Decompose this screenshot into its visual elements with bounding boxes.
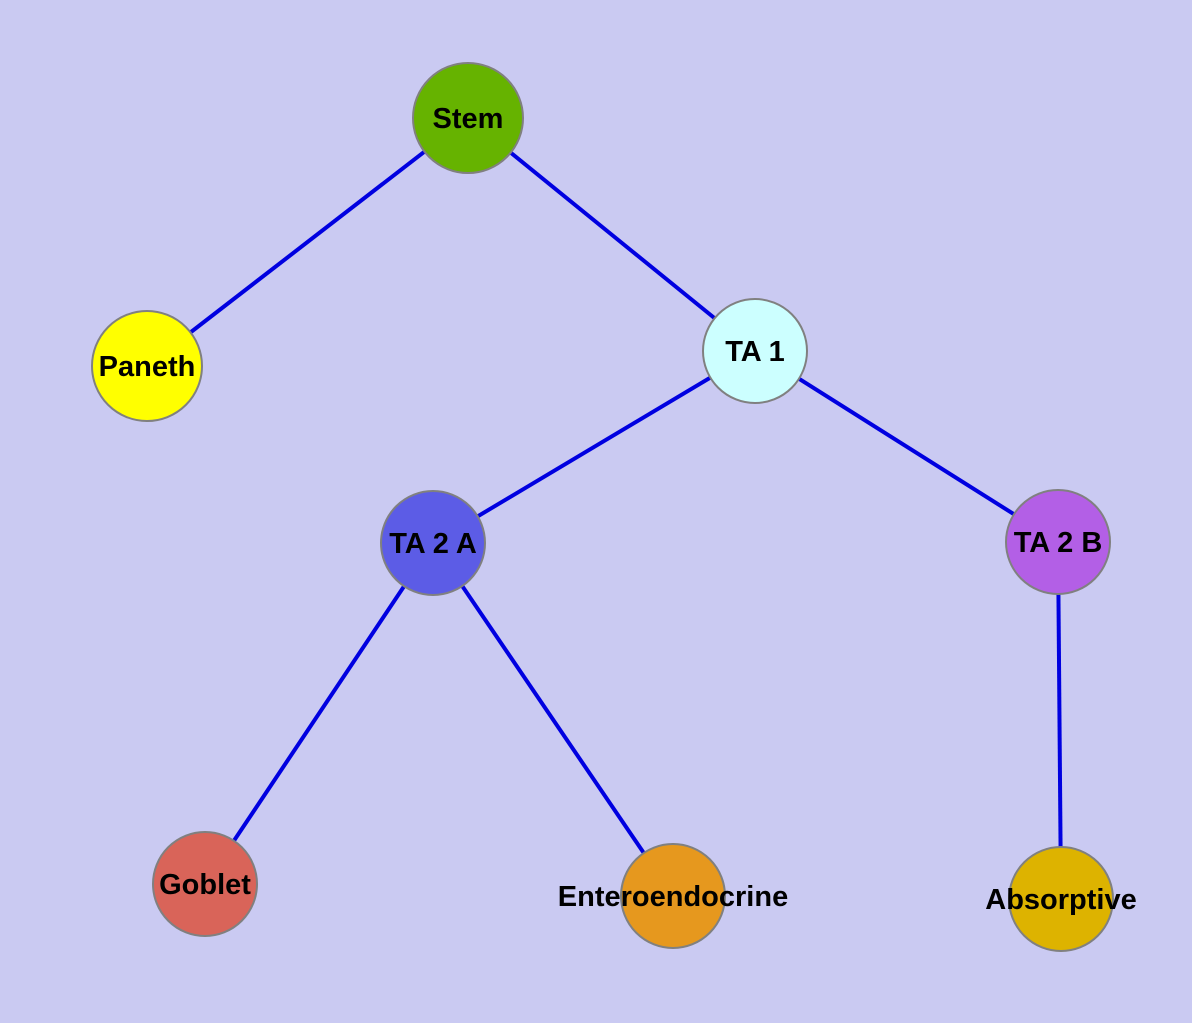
edge-ta2b-absorptive — [1056, 541, 1063, 900]
node-paneth: Paneth — [91, 310, 203, 422]
node-circle-ta2b — [1005, 489, 1111, 595]
node-absorptive: Absorptive — [985, 846, 1137, 952]
node-circle-stem — [412, 62, 524, 174]
node-ta1: TA 1 — [702, 298, 808, 404]
node-stem: Stem — [412, 62, 524, 174]
edge-ta1-ta2a — [431, 349, 757, 545]
node-label-enteroendocrine: Enteroendocrine — [558, 881, 788, 913]
node-ta2a: TA 2 A — [380, 490, 486, 596]
edge-ta2a-goblet — [203, 541, 435, 886]
node-circle-ta1 — [702, 298, 808, 404]
node-label-ta2a: TA 2 A — [389, 528, 477, 560]
node-label-ta2b: TA 2 B — [1014, 527, 1103, 559]
edges-layer — [145, 116, 1063, 900]
node-goblet: Goblet — [152, 831, 258, 937]
node-circle-enteroendocrine — [620, 843, 726, 949]
edge-stem-ta1 — [466, 116, 757, 353]
node-circle-paneth — [91, 310, 203, 422]
node-label-ta1: TA 1 — [725, 336, 785, 368]
node-circle-ta2a — [380, 490, 486, 596]
node-ta2b: TA 2 B — [1005, 489, 1111, 595]
node-label-goblet: Goblet — [159, 869, 251, 901]
node-label-absorptive: Absorptive — [985, 884, 1136, 916]
node-label-paneth: Paneth — [99, 351, 196, 383]
node-circle-goblet — [152, 831, 258, 937]
edge-ta1-ta2b — [753, 349, 1060, 544]
node-label-stem: Stem — [433, 103, 504, 135]
edge-stem-paneth — [145, 116, 470, 368]
edge-ta2a-enteroendocrine — [431, 541, 675, 898]
node-enteroendocrine: Enteroendocrine — [558, 843, 788, 949]
node-circle-absorptive — [1008, 846, 1114, 952]
